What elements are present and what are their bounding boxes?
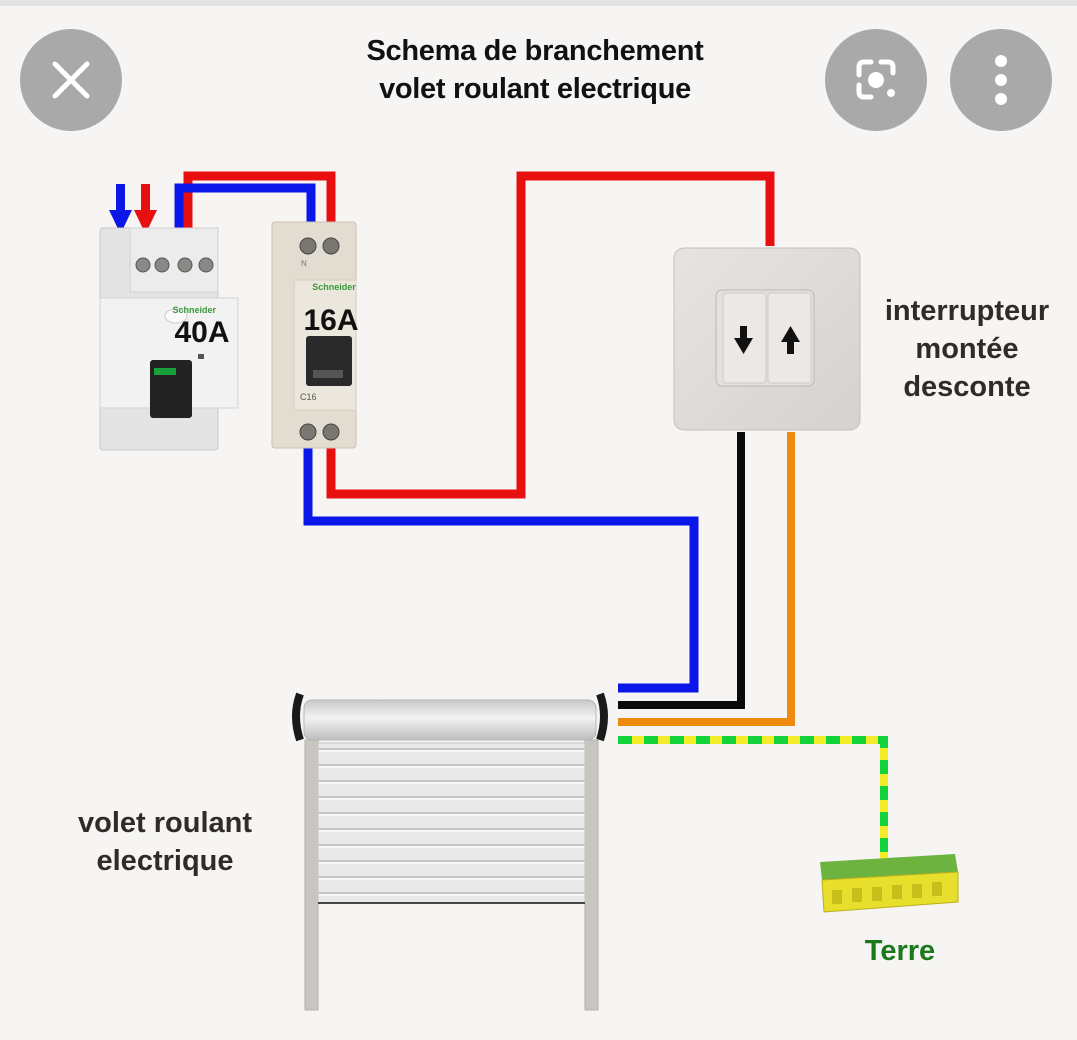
wire-phase-supply	[183, 171, 336, 230]
breaker-circuit-neutral-mark: N	[301, 259, 307, 268]
earth-label: Terre	[864, 935, 936, 967]
wire-neutral-supply	[174, 183, 316, 232]
switch-label-line-1: interrupteur	[884, 295, 1050, 327]
title-line-2: volet roulant electrique	[379, 73, 691, 105]
arrow-up-icon	[781, 326, 800, 354]
wire-earth	[618, 736, 888, 860]
more-vertical-icon	[995, 55, 1007, 105]
lens-search-button[interactable]	[825, 29, 927, 131]
switch-label-line-2: montée	[915, 333, 1019, 365]
diagram-title: Schema de branchement volet roulant elec…	[300, 32, 770, 108]
lens-scan-icon	[856, 59, 896, 100]
breaker-main-brand: Schneider	[172, 305, 216, 315]
shutter-label: volet roulant electrique	[50, 804, 280, 880]
switch-label-line-3: desconte	[903, 371, 1031, 403]
wire-up-to-motor	[618, 432, 795, 726]
up-down-switch	[673, 247, 861, 431]
close-icon	[52, 61, 90, 99]
close-button[interactable]	[20, 29, 122, 131]
circuit-breaker-16a: Schneider 16A C16 N	[271, 221, 359, 449]
shutter-label-line-2: electrique	[96, 845, 234, 877]
top-divider	[0, 0, 1077, 6]
earth-terminal-block	[820, 854, 959, 913]
breaker-circuit-brand: Schneider	[312, 282, 356, 292]
arrow-down-icon	[734, 326, 753, 354]
shutter-label-line-1: volet roulant	[77, 807, 252, 839]
wire-neutral-to-motor	[303, 448, 699, 693]
breaker-main-rating: 40A	[174, 316, 229, 349]
wire-phase-to-switch	[326, 171, 775, 499]
supply-phase-arrow	[134, 184, 157, 234]
more-options-button[interactable]	[950, 29, 1052, 131]
breaker-circuit-rating: 16A	[303, 304, 358, 337]
switch-label: interrupteur montée desconte	[862, 292, 1072, 406]
main-differential-breaker: Schneider 40A	[99, 227, 239, 451]
roller-shutter	[292, 692, 608, 1011]
breaker-circuit-curve: C16	[300, 392, 317, 402]
supply-neutral-arrow	[109, 184, 132, 234]
wire-down-to-motor	[618, 432, 745, 709]
title-line-1: Schema de branchement	[366, 35, 704, 67]
